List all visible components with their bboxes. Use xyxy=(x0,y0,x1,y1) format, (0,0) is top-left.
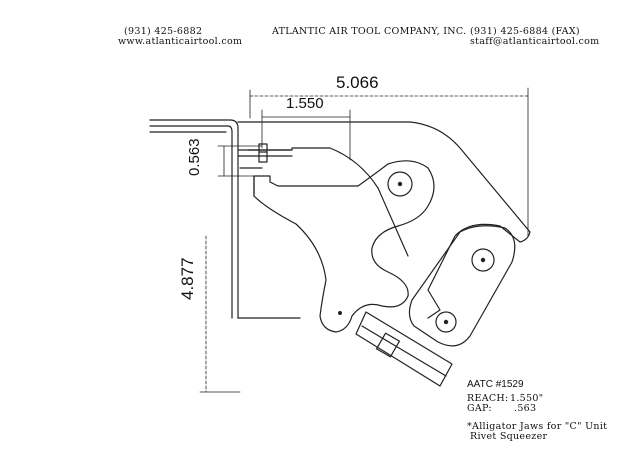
link-plate xyxy=(408,225,516,347)
header-company: ATLANTIC AIR TOOL COMPANY, INC. xyxy=(272,26,467,37)
reach-label: REACH: xyxy=(467,393,509,404)
lower-jaw xyxy=(253,160,435,333)
dimension-height-label: 4.877 xyxy=(178,257,197,300)
handle-bracket xyxy=(355,311,453,387)
header-website: www.atlanticairtool.com xyxy=(118,36,243,47)
pivot-hole-upper xyxy=(387,171,413,197)
header-fax: (931) 425-6884 (FAX) xyxy=(470,26,580,37)
reach-value: 1.550" xyxy=(510,393,544,404)
dimension-overall-width xyxy=(249,87,529,237)
dimension-gap-label: 0.563 xyxy=(186,138,203,176)
description-line1: *Alligator Jaws for "C" Unit xyxy=(467,421,608,432)
pivot-hole-right xyxy=(471,248,495,272)
dimension-overall-width-label: 5.066 xyxy=(336,73,379,92)
jaw-tip-mark xyxy=(338,311,343,316)
c-frame xyxy=(149,119,301,319)
part-number: AATC #1529 xyxy=(467,379,524,390)
dimension-reach xyxy=(261,109,351,161)
dimension-reach-label: 1.550 xyxy=(286,95,324,112)
dimension-height xyxy=(199,235,241,393)
pivot-hole-lower xyxy=(435,311,457,333)
gap-value: .563 xyxy=(514,403,537,414)
gap-label: GAP: xyxy=(467,403,492,414)
upper-jaw xyxy=(237,121,531,319)
header-phone: (931) 425-6882 xyxy=(124,26,203,37)
header-email: staff@atlanticairtool.com xyxy=(470,36,600,47)
description-line2: Rivet Squeezer xyxy=(470,431,548,442)
